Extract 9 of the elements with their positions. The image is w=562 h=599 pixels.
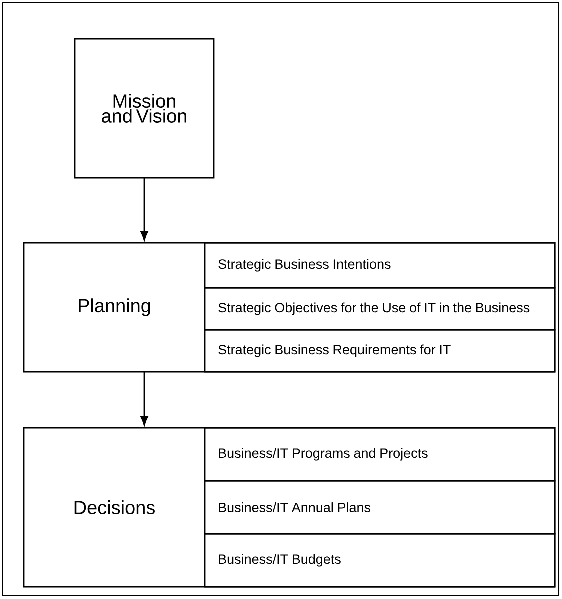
item-box: Strategic Business Intentions <box>204 242 556 289</box>
arrow <box>140 178 148 241</box>
item-box: Business/IT Annual Plans <box>204 480 556 535</box>
process-box: Mission and Vision <box>74 38 215 179</box>
item-box: Business/IT Budgets <box>204 533 556 588</box>
arrow <box>140 372 148 426</box>
item-box: Strategic Objectives for the Use of IT in the Business <box>204 287 556 331</box>
item-box: Strategic Business Requirements for IT <box>204 329 556 373</box>
item-box: Business/IT Programs and Projects <box>204 427 556 482</box>
